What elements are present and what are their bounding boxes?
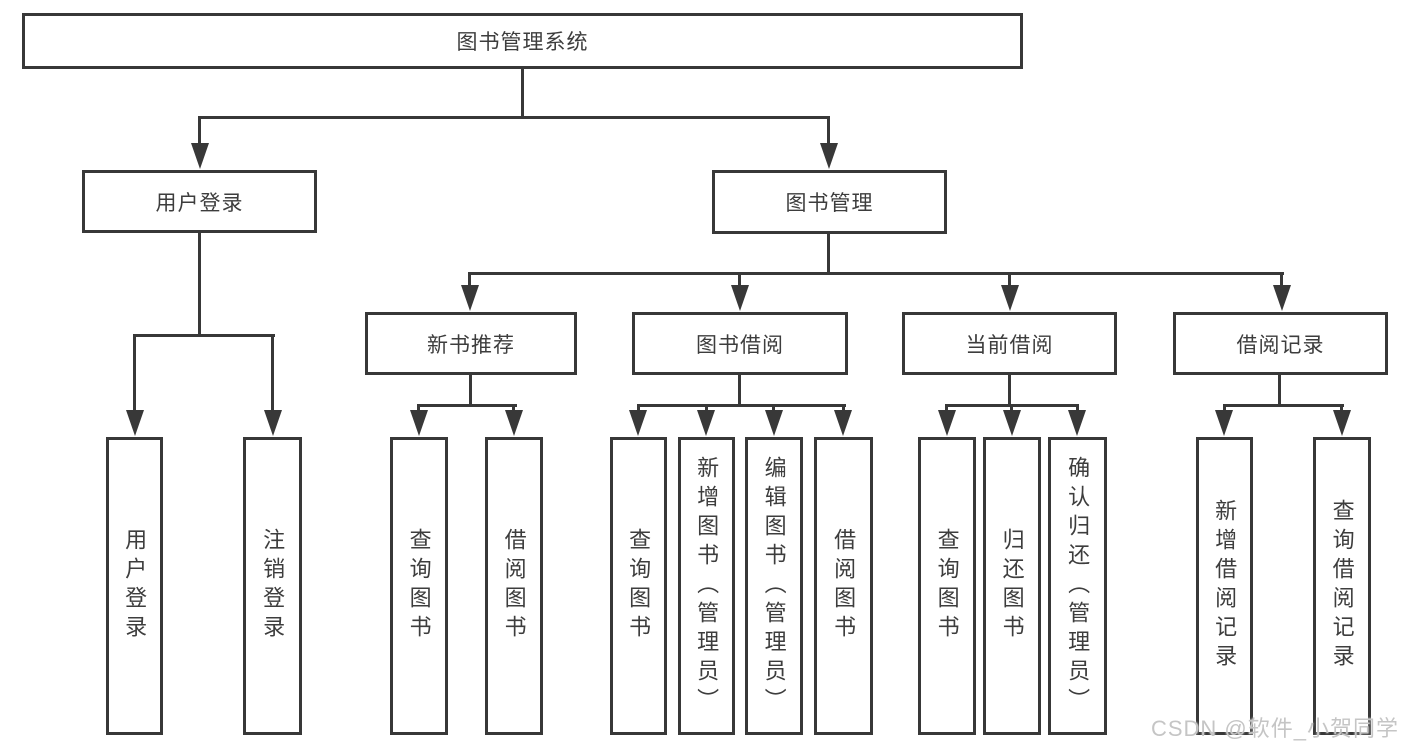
leaf-current-query-books-label: 查询图书 — [934, 528, 960, 644]
edge-book-management-bar — [468, 272, 1284, 275]
edge-user-login-drop-2 — [271, 334, 274, 414]
leaf-records-add-record-label: 新增借阅记录 — [1212, 499, 1238, 673]
edge-root-bar — [198, 116, 830, 119]
leaf-logout-login: 注销登录 — [243, 437, 302, 735]
edge-recommend-drop-1 — [417, 404, 420, 414]
edge-current-drop-2 — [1010, 404, 1013, 414]
leaf-recommend-query-books-label: 查询图书 — [406, 528, 432, 644]
leaf-logout-login-label: 注销登录 — [260, 528, 286, 644]
leaf-borrowing-add-books-admin: 新增图书（管理员） — [678, 437, 735, 735]
leaf-borrowing-borrow-books: 借阅图书 — [814, 437, 873, 735]
arrow-down-icon — [834, 410, 852, 436]
edge-borrowing-drop-3 — [772, 404, 775, 414]
node-current-borrowing-label: 当前借阅 — [965, 333, 1054, 357]
edge-book-management-drop-2 — [738, 272, 741, 290]
node-book-management: 图书管理 — [712, 170, 947, 234]
watermark: CSDN @软件_小贺同学 — [1150, 716, 1399, 741]
node-new-book-recommendation-label: 新书推荐 — [427, 333, 515, 357]
leaf-borrowing-add-books-admin-label: 新增图书（管理员） — [694, 455, 720, 717]
arrow-down-icon — [938, 410, 956, 436]
arrow-down-icon — [765, 410, 783, 436]
node-book-borrowing-label: 图书借阅 — [696, 333, 784, 357]
edge-borrowing-drop-1 — [637, 404, 640, 414]
edge-user-login-stem — [198, 233, 201, 337]
node-book-management-label: 图书管理 — [785, 192, 874, 215]
node-new-book-recommendation: 新书推荐 — [365, 312, 577, 375]
node-current-borrowing: 当前借阅 — [902, 312, 1117, 375]
arrow-down-icon — [1068, 410, 1086, 436]
arrow-down-icon — [126, 410, 144, 436]
leaf-current-confirm-return-admin-label: 确认归还（管理员） — [1065, 455, 1091, 717]
arrow-down-icon — [410, 410, 428, 436]
edge-root-drop-user-login — [198, 116, 201, 147]
edge-current-stem — [1008, 375, 1011, 406]
arrow-down-icon — [1003, 410, 1021, 436]
leaf-borrowing-edit-books-admin: 编辑图书（管理员） — [745, 437, 803, 735]
edge-root-drop-book-management — [827, 116, 830, 147]
leaf-recommend-borrow-books: 借阅图书 — [485, 437, 543, 735]
node-user-login: 用户登录 — [82, 170, 317, 233]
arrow-down-icon — [505, 410, 523, 436]
leaf-recommend-borrow-books-label: 借阅图书 — [501, 528, 527, 644]
edge-records-bar — [1223, 404, 1344, 407]
arrow-down-icon — [461, 285, 479, 311]
edge-user-login-drop-1 — [133, 334, 136, 414]
arrow-down-icon — [629, 410, 647, 436]
arrow-down-icon — [1215, 410, 1233, 436]
leaf-recommend-query-books: 查询图书 — [390, 437, 448, 735]
edge-book-management-stem — [827, 234, 830, 275]
node-root: 图书管理系统 — [22, 13, 1023, 69]
edge-borrowing-drop-2 — [705, 404, 708, 414]
leaf-records-add-record: 新增借阅记录 — [1196, 437, 1253, 735]
leaf-borrowing-query-books: 查询图书 — [610, 437, 667, 735]
edge-records-stem — [1278, 375, 1281, 406]
edge-current-drop-1 — [945, 404, 948, 414]
edge-recommend-stem — [469, 375, 472, 406]
leaf-borrowing-borrow-books-label: 借阅图书 — [831, 528, 857, 644]
leaf-current-return-books-label: 归还图书 — [999, 528, 1025, 644]
arrow-down-icon — [191, 143, 209, 169]
edge-root-stem — [521, 69, 524, 119]
node-borrowing-records-label: 借阅记录 — [1236, 333, 1325, 357]
leaf-records-query-record-label: 查询借阅记录 — [1329, 499, 1355, 673]
edge-current-drop-3 — [1076, 404, 1079, 414]
arrow-down-icon — [1273, 285, 1291, 311]
leaf-user-login-label: 用户登录 — [122, 528, 148, 644]
edge-book-management-drop-3 — [1008, 272, 1011, 290]
arrow-down-icon — [697, 410, 715, 436]
edge-recommend-bar — [417, 404, 517, 407]
leaf-records-query-record: 查询借阅记录 — [1313, 437, 1371, 735]
leaf-user-login: 用户登录 — [106, 437, 163, 735]
edge-recommend-drop-2 — [512, 404, 515, 414]
edge-borrowing-drop-4 — [842, 404, 845, 414]
edge-records-drop-2 — [1340, 404, 1343, 414]
node-root-label: 图书管理系统 — [456, 31, 589, 54]
edge-book-management-drop-1 — [468, 272, 471, 290]
arrow-down-icon — [1333, 410, 1351, 436]
node-borrowing-records: 借阅记录 — [1173, 312, 1388, 375]
node-book-borrowing: 图书借阅 — [632, 312, 848, 375]
edge-records-drop-1 — [1223, 404, 1226, 414]
leaf-borrowing-query-books-label: 查询图书 — [626, 528, 652, 644]
leaf-current-return-books: 归还图书 — [983, 437, 1041, 735]
arrow-down-icon — [264, 410, 282, 436]
arrow-down-icon — [731, 285, 749, 311]
edge-borrowing-stem — [738, 375, 741, 406]
leaf-current-query-books: 查询图书 — [918, 437, 976, 735]
edge-user-login-bar — [133, 334, 275, 337]
leaf-current-confirm-return-admin: 确认归还（管理员） — [1048, 437, 1107, 735]
node-user-login-label: 用户登录 — [155, 191, 244, 215]
edge-borrowing-bar — [637, 404, 846, 407]
arrow-down-icon — [820, 143, 838, 169]
edge-book-management-drop-4 — [1280, 272, 1283, 290]
leaf-borrowing-edit-books-admin-label: 编辑图书（管理员） — [761, 455, 787, 717]
arrow-down-icon — [1001, 285, 1019, 311]
